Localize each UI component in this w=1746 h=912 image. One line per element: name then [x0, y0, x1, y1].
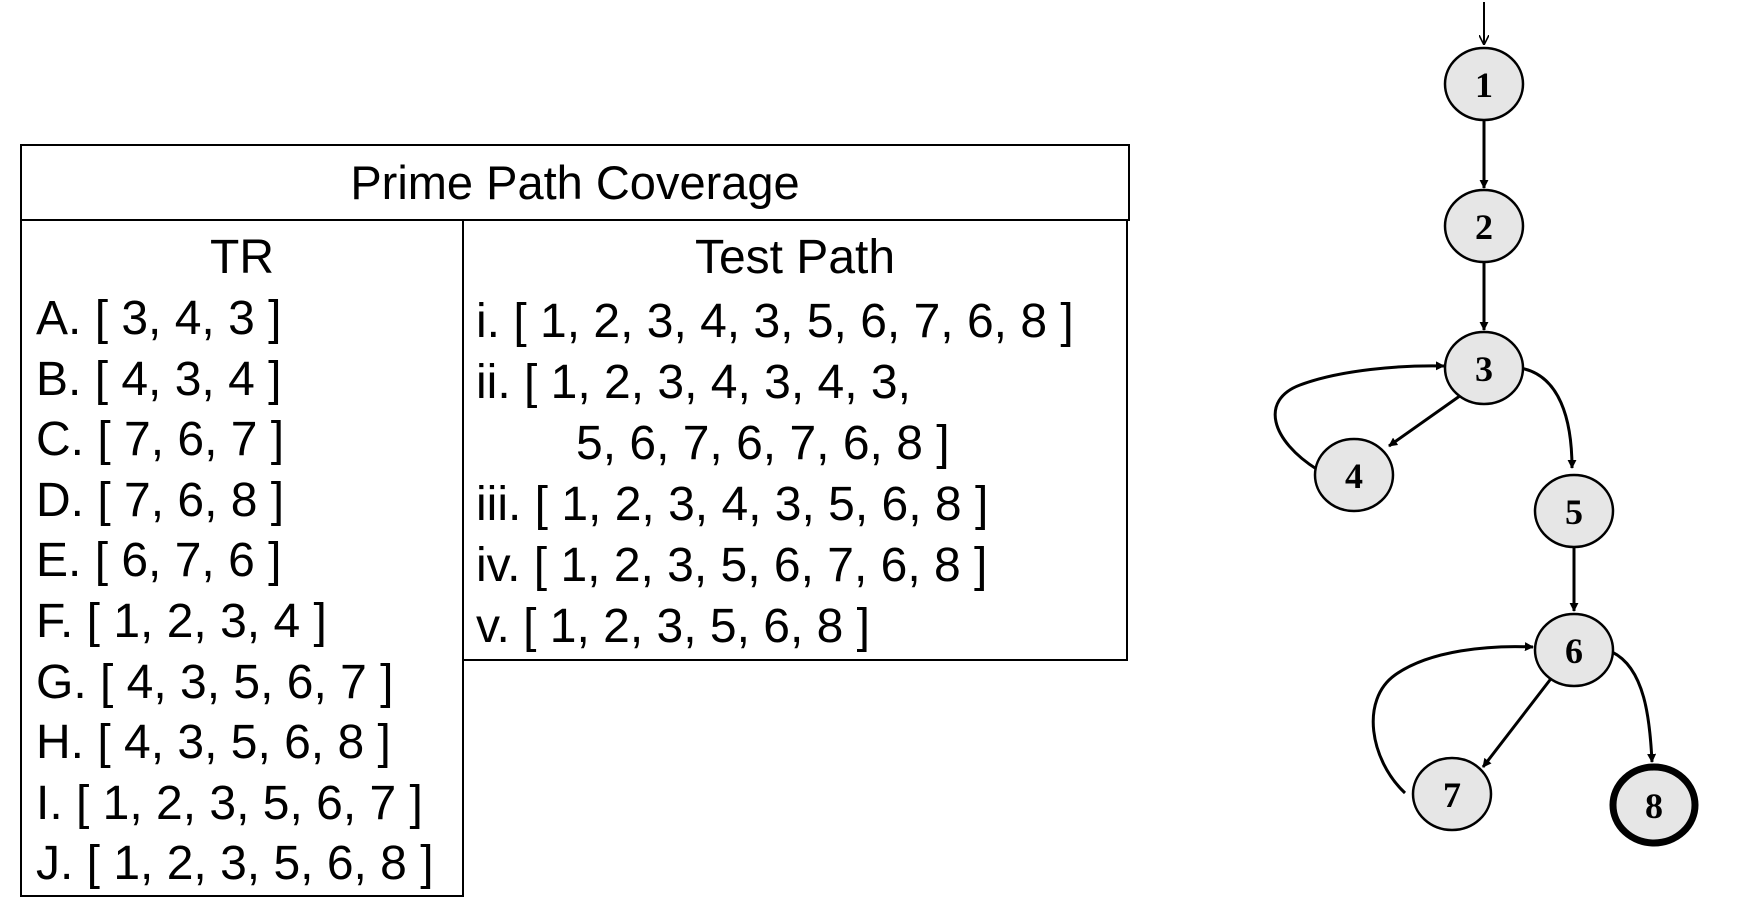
edge-3-4 — [1388, 391, 1465, 448]
tr-item-c: C. [ 7, 6, 7 ] — [36, 413, 285, 467]
node-5: 5 — [1533, 473, 1615, 549]
node-1-label: 1 — [1475, 65, 1493, 105]
test-path-item-iv: iv. [ 1, 2, 3, 5, 6, 7, 6, 8 ] — [476, 539, 988, 592]
tr-item-e: E. [ 6, 7, 6 ] — [36, 534, 282, 588]
node-2: 2 — [1443, 188, 1525, 264]
test-path-item-i: i. [ 1, 2, 3, 4, 3, 5, 6, 7, 6, 8 ] — [476, 295, 1074, 348]
node-4: 4 — [1313, 437, 1395, 513]
test-path-item-v: v. [ 1, 2, 3, 5, 6, 8 ] — [476, 600, 870, 653]
tr-item-f: F. [ 1, 2, 3, 4 ] — [36, 594, 327, 648]
test-path-item-iii: iii. [ 1, 2, 3, 4, 3, 5, 6, 8 ] — [476, 478, 989, 531]
test-path-header: Test Path — [694, 231, 896, 284]
tr-item-h: H. [ 4, 3, 5, 6, 8 ] — [36, 716, 391, 770]
node-2-label: 2 — [1475, 207, 1493, 247]
test-path-item-ii: ii. [ 1, 2, 3, 4, 3, 4, 3, — [476, 356, 911, 409]
tr-item-g: G. [ 4, 3, 5, 6, 7 ] — [36, 655, 394, 709]
tr-item-a: A. [ 3, 4, 3 ] — [36, 292, 282, 345]
tr-item-d: D. [ 7, 6, 8 ] — [36, 473, 285, 527]
node-8-final: 8 — [1609, 763, 1699, 847]
node-1: 1 — [1443, 46, 1525, 122]
edge-3-5 — [1519, 366, 1577, 469]
tr-item-b: B. [ 4, 3, 4 ] — [36, 352, 282, 406]
tr-list: A. [ 3, 4, 3 ] B. [ 4, 3, 4 ] C. [ 7, 6,… — [36, 289, 434, 895]
node-5-label: 5 — [1565, 492, 1583, 532]
edge-7-6 — [1371, 642, 1534, 795]
node-7-label: 7 — [1443, 775, 1461, 815]
tr-item-j: J. [ 1, 2, 3, 5, 6, 8 ] — [36, 837, 434, 891]
tr-item-i: I. [ 1, 2, 3, 5, 6, 7 ] — [36, 776, 423, 830]
node-3-label: 3 — [1475, 349, 1493, 389]
edge-6-7 — [1481, 675, 1555, 768]
edge-6-8 — [1611, 650, 1657, 763]
tr-column: TR A. [ 3, 4, 3 ] B. [ 4, 3, 4 ] C. [ 7,… — [20, 219, 464, 897]
node-6: 6 — [1533, 612, 1615, 688]
table-title-box: Prime Path Coverage — [20, 144, 1130, 221]
node-6-label: 6 — [1565, 631, 1583, 671]
test-path-column: Test Path i. [ 1, 2, 3, 4, 3, 5, 6, 7, 6… — [462, 219, 1128, 661]
table-title: Prime Path Coverage — [350, 156, 800, 209]
node-3: 3 — [1443, 330, 1525, 406]
edge-4-3 — [1273, 361, 1445, 472]
node-4-label: 4 — [1345, 456, 1363, 496]
tr-header: TR — [210, 231, 274, 284]
node-8-label: 8 — [1645, 786, 1663, 826]
test-path-list: i. [ 1, 2, 3, 4, 3, 5, 6, 7, 6, 8 ] ii. … — [476, 291, 1074, 657]
node-7: 7 — [1411, 756, 1493, 832]
test-path-item-ii-continued: 5, 6, 7, 6, 7, 6, 8 ] — [576, 417, 950, 470]
